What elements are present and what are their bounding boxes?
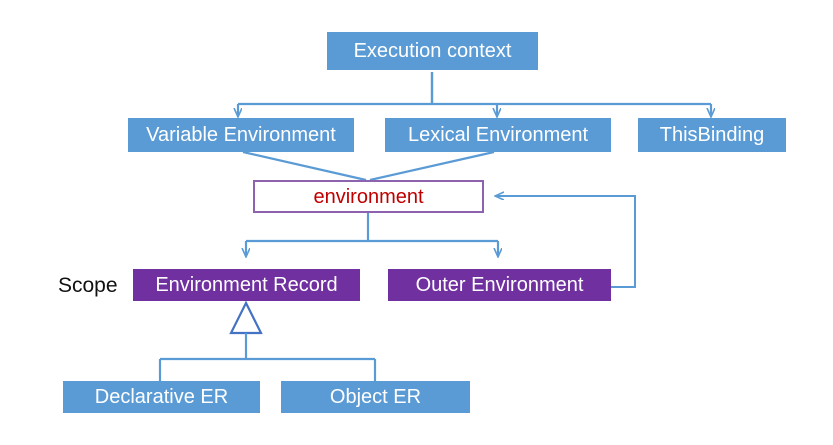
node-variable-environment[interactable]: Variable Environment (128, 118, 354, 152)
edge-lexical-environment-to-environment (369, 150, 495, 182)
node-outer-environment-label: Outer Environment (415, 274, 584, 296)
edge-er-subtypes-fork (158, 333, 377, 381)
node-lexical-environment-label: Lexical Environment (407, 124, 589, 146)
node-execution-context[interactable]: Execution context (327, 32, 538, 70)
scope-label: Scope (58, 270, 118, 300)
node-execution-context-label: Execution context (353, 40, 512, 62)
node-environment[interactable]: environment (253, 180, 484, 213)
node-variable-environment-label: Variable Environment (146, 124, 336, 146)
node-declarative-er-label: Declarative ER (94, 386, 229, 408)
scope-label-text: Scope (58, 273, 118, 297)
node-environment-record-label: Environment Record (155, 274, 338, 296)
node-declarative-er[interactable]: Declarative ER (63, 381, 260, 413)
node-lexical-environment[interactable]: Lexical Environment (385, 118, 611, 152)
generalization-triangle-icon (229, 300, 263, 335)
node-object-er[interactable]: Object ER (281, 381, 470, 413)
node-this-binding[interactable]: ThisBinding (638, 118, 786, 152)
node-environment-label: environment (313, 185, 424, 208)
node-environment-record[interactable]: Environment Record (133, 269, 360, 301)
node-outer-environment[interactable]: Outer Environment (388, 269, 611, 301)
edge-execution-context-trunk (238, 72, 711, 106)
node-object-er-label: Object ER (329, 386, 422, 408)
edge-variable-environment-to-environment (242, 150, 367, 182)
node-this-binding-label: ThisBinding (659, 124, 765, 146)
edge-environment-fork (246, 213, 498, 256)
